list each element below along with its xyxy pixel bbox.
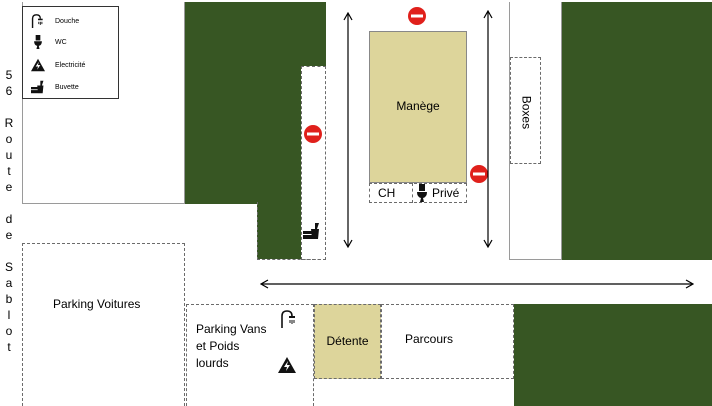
vegetation-area-right [562, 2, 712, 260]
road-name-letter: 6 [5, 84, 13, 98]
no-entry-icon-right [470, 165, 488, 183]
legend-label-shower: Douche [55, 17, 80, 25]
road-name-letter: R [4, 116, 14, 130]
legend-item-electricity: Electricité [31, 57, 85, 73]
refreshment-icon [303, 223, 319, 239]
road-name-letter: u [5, 148, 13, 162]
toilet-icon [34, 35, 42, 49]
road-name-letter: d [5, 212, 13, 226]
road-name-letter: t [7, 164, 11, 178]
road-name-letter: e [5, 228, 13, 242]
electricity-icon [31, 58, 45, 72]
legend: Douche WC Electricité Buvette [22, 6, 119, 99]
toilet-icon [417, 184, 427, 202]
road-name-letter: b [5, 292, 13, 306]
vegetation-area-center-left-lower [257, 202, 301, 259]
manege-label: Manège [396, 99, 440, 113]
road-name-letter: 5 [5, 68, 13, 82]
road-name-letter: l [7, 308, 11, 322]
parking-vans-area [186, 304, 314, 406]
parking-voitures-label: Parking Voitures [53, 297, 141, 311]
shower-icon [281, 310, 295, 328]
field-top-left [22, 2, 185, 204]
detente-area [314, 304, 381, 379]
vegetation-area-bottom-right [514, 304, 712, 406]
vegetation-area-center-left [185, 2, 301, 204]
ch-prive-divider [412, 183, 413, 203]
detente-label: Détente [326, 334, 369, 348]
road-name-letter: o [5, 132, 13, 146]
no-entry-icon-top [408, 7, 426, 25]
shower-icon [31, 14, 43, 28]
refreshment-icon [31, 80, 44, 94]
road-name-letter: t [7, 340, 11, 354]
legend-label-wc: WC [55, 38, 67, 46]
wc-buvette-block [301, 66, 326, 260]
road-name-letter: e [5, 180, 13, 194]
parcours-area [381, 304, 514, 379]
road-name-letter: a [5, 276, 13, 290]
parcours-label: Parcours [405, 332, 454, 346]
legend-item-shower: Douche [31, 13, 79, 29]
vegetation-area-center-strip [301, 2, 326, 66]
field-right-bottom [509, 2, 562, 260]
arrow-vertical-left [343, 12, 353, 248]
prive-label: Privé [432, 186, 460, 200]
road-name-letter: S [4, 260, 13, 274]
ch-label: CH [378, 186, 396, 200]
parking-vans-label: Parking Vans et Poids lourds [196, 322, 267, 370]
boxes-block [510, 57, 541, 164]
road-name-letter: o [5, 324, 13, 338]
legend-item-wc: WC [31, 34, 67, 50]
no-entry-icon-left [304, 125, 322, 143]
legend-item-refreshment: Buvette [31, 79, 79, 95]
arrow-vertical-right [483, 10, 493, 248]
parking-voitures-area [22, 243, 185, 406]
legend-label-refreshment: Buvette [55, 83, 79, 91]
electricity-icon [278, 357, 296, 373]
legend-label-electricity: Electricité [55, 61, 86, 69]
manege-arena [369, 31, 467, 183]
arrow-horizontal [260, 279, 694, 289]
ch-prive-strip [369, 183, 467, 203]
boxes-label: Boxes [519, 95, 534, 130]
